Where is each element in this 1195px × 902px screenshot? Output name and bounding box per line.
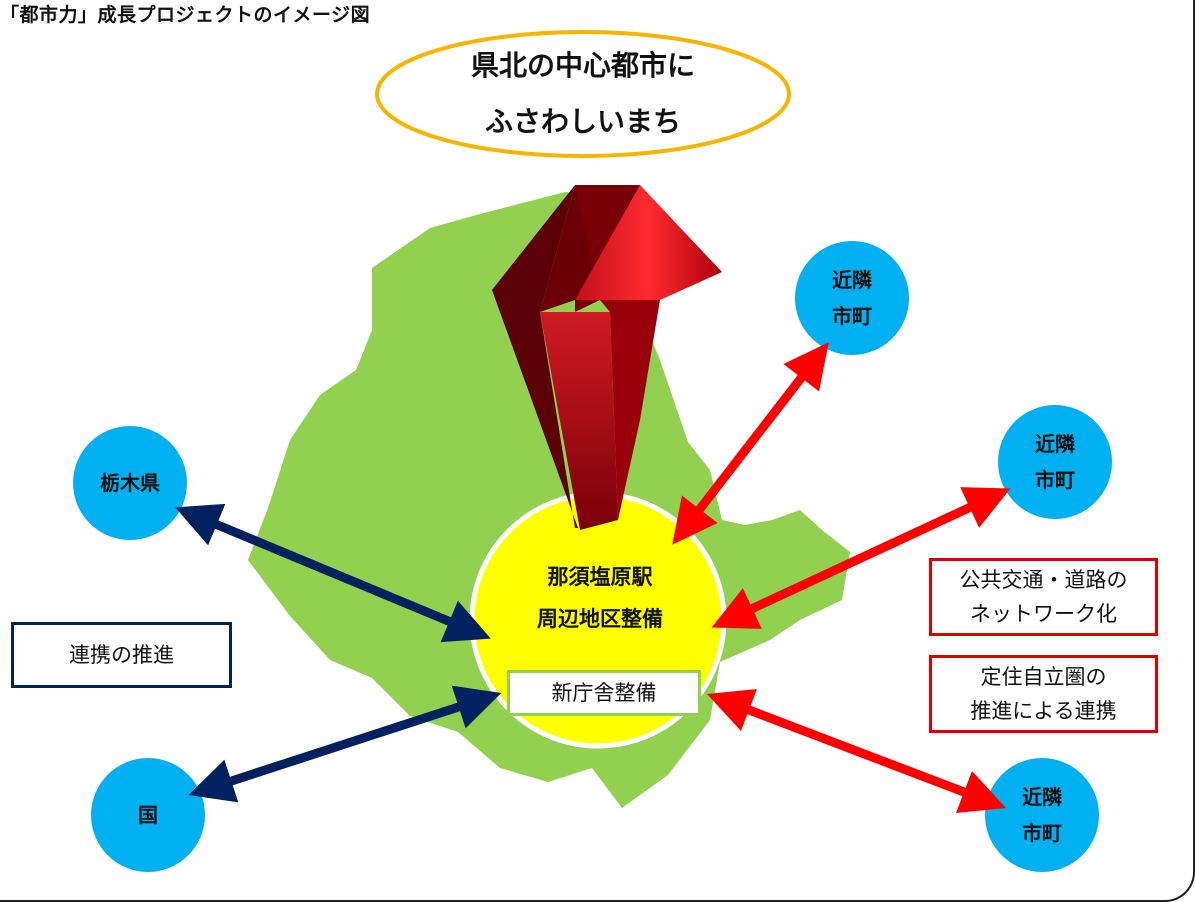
neighbor-bottom-node: 近隣 市町	[985, 758, 1099, 872]
legend-network-box: 公共交通・道路の ネットワーク化	[929, 558, 1158, 636]
new-office-label: 新庁舎整備	[551, 681, 657, 705]
growth-up-arrow	[492, 185, 722, 530]
neighbor-mid-line2: 市町	[1035, 468, 1075, 492]
goal-line1: 県北の中心都市に	[470, 49, 695, 82]
goal-line2: ふさわしいまち	[484, 105, 681, 138]
neighbor-top-node: 近隣 市町	[795, 241, 909, 355]
neighbor-mid-node: 近隣 市町	[998, 405, 1112, 519]
goal-ellipse	[375, 30, 791, 158]
goal-label: 県北の中心都市に ふさわしいまち	[376, 30, 790, 158]
arrow-tochigi	[175, 503, 491, 643]
legend-network-line2: ネットワーク化	[970, 602, 1117, 626]
neighbor-bottom-line2: 市町	[1022, 821, 1062, 845]
new-office-box: 新庁舎整備	[507, 670, 701, 716]
tochigi-node: 栃木県	[73, 426, 187, 540]
tochigi-label: 栃木県	[100, 471, 160, 495]
kuni-node: 国	[91, 758, 205, 872]
diagram-title: 「都市力」成長プロジェクトのイメージ図	[0, 4, 371, 26]
legend-network-line1: 公共交通・道路の	[959, 568, 1128, 592]
legend-settlement-line1: 定住自立圏の	[980, 665, 1107, 689]
neighbor-mid-line1: 近隣	[1035, 432, 1075, 456]
arrow-neighbor-mid	[711, 487, 1011, 629]
kuni-label: 国	[138, 803, 158, 827]
center-line2: 周辺地区整備	[537, 607, 663, 631]
arrow-neighbor-top	[672, 342, 829, 545]
neighbor-top-line1: 近隣	[832, 268, 872, 292]
center-label: 那須塩原駅 周辺地区整備	[490, 556, 710, 640]
arrow-kuni	[188, 685, 502, 803]
arrow-neighbor-bottom	[706, 688, 1007, 814]
legend-cooperation-label: 連携の推進	[69, 643, 174, 667]
neighbor-top-line2: 市町	[832, 304, 872, 328]
center-line1: 那須塩原駅	[547, 565, 653, 589]
neighbor-top-circle	[795, 241, 909, 355]
neighbor-bottom-line1: 近隣	[1022, 785, 1062, 809]
tochigi-node-circle	[73, 426, 187, 540]
neighbor-bottom-circle	[985, 758, 1099, 872]
legend-settlement-line2: 推進による連携	[970, 699, 1117, 723]
legend-cooperation-box: 連携の推進	[11, 622, 232, 688]
legend-settlement-box: 定住自立圏の 推進による連携	[929, 655, 1158, 733]
kuni-node-circle	[91, 758, 205, 872]
neighbor-mid-circle	[998, 405, 1112, 519]
